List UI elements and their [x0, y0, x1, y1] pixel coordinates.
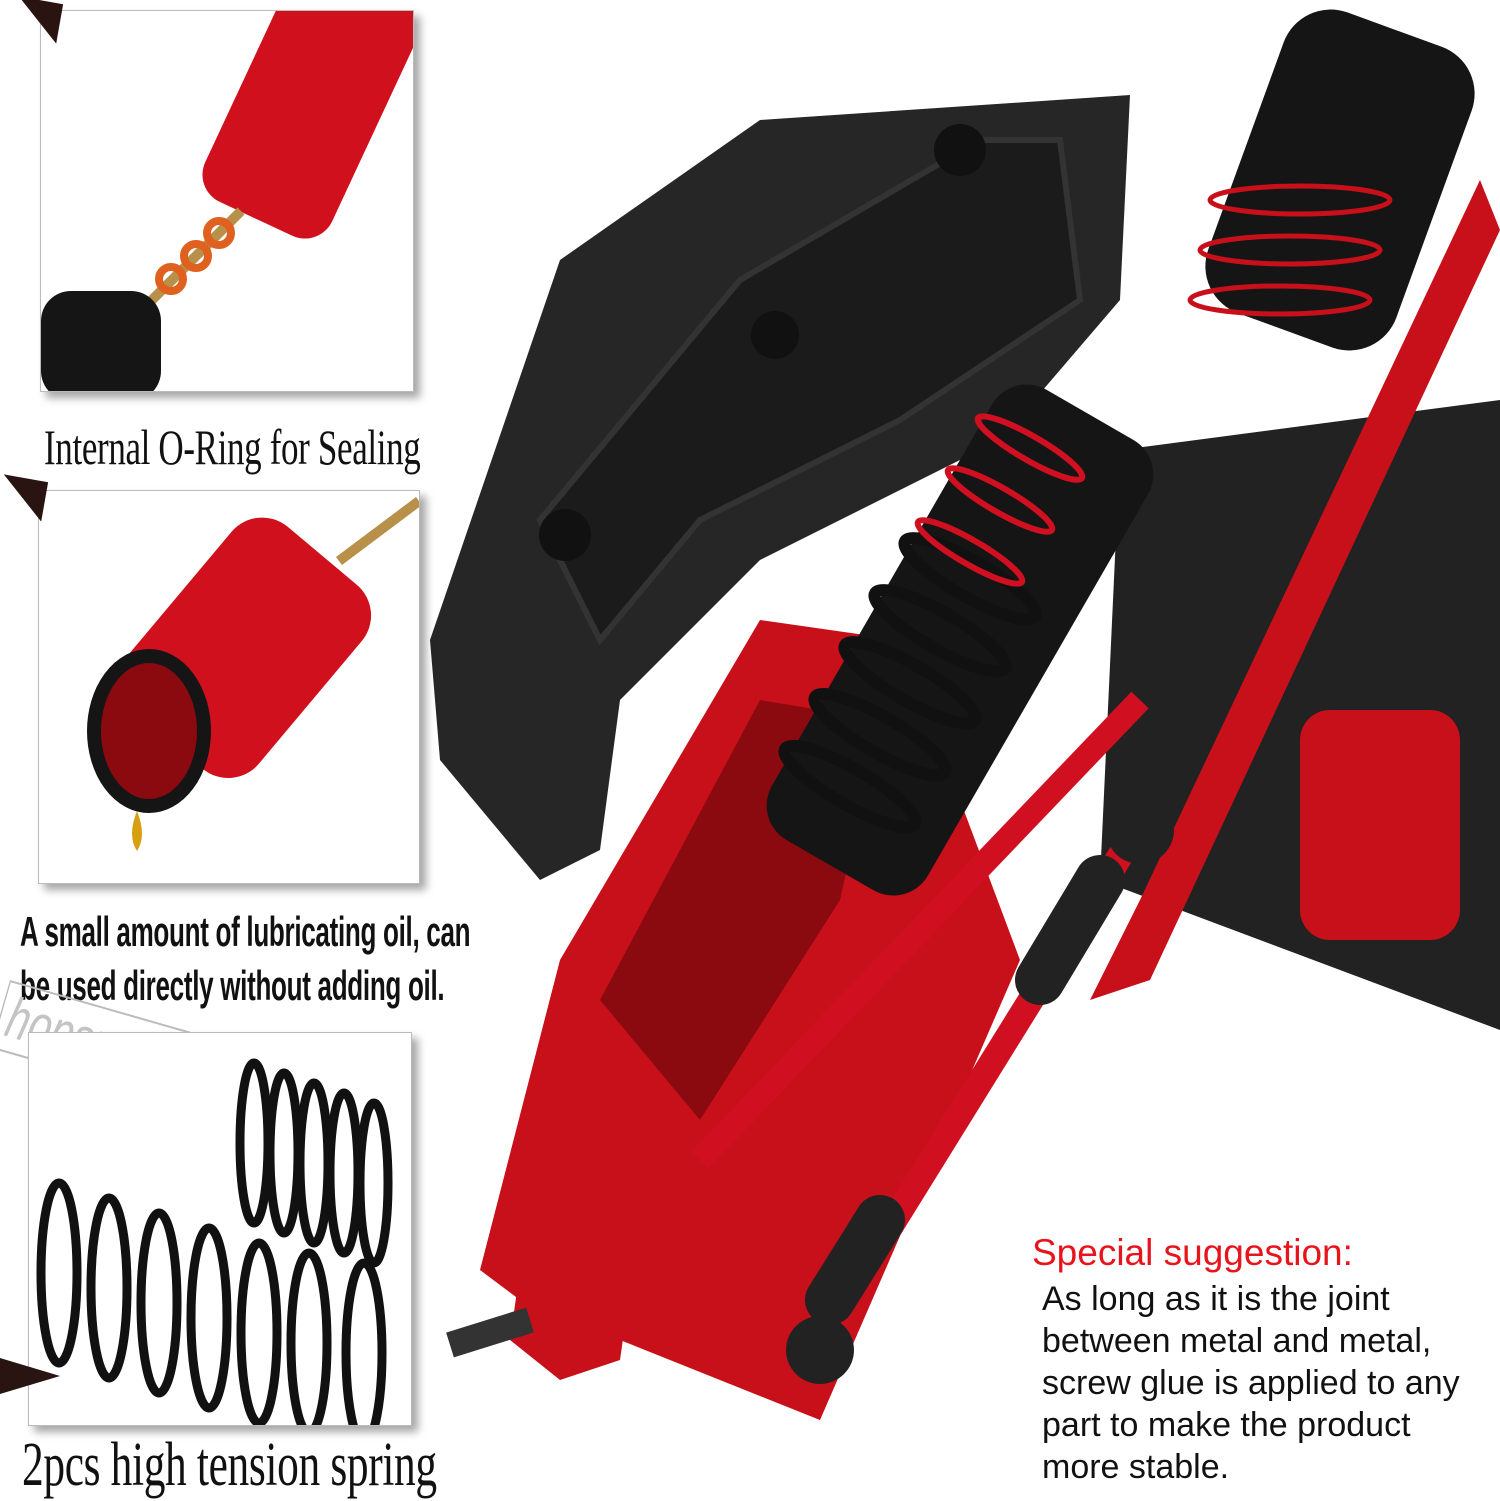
rear-shock	[1187, 9, 1475, 351]
suggestion-line: As long as it is the joint	[1042, 1280, 1390, 1318]
panel-spring	[28, 1032, 412, 1426]
front-shock	[766, 384, 1154, 896]
caption-spring: 2pcs high tension spring	[22, 1431, 437, 1499]
suggestion-line: part to make the product	[1042, 1406, 1411, 1444]
panel-oil	[38, 490, 420, 884]
suggestion-text: As long as it is the joint between metal…	[1042, 1278, 1460, 1488]
shock-body-oring-photo	[41, 11, 413, 391]
arrow-icon	[11, 0, 64, 44]
springs-photo	[36, 1058, 393, 1425]
caption-oring: Internal O-Ring for Sealing	[44, 419, 421, 475]
wheel-hex	[510, 1250, 630, 1380]
rear-hub	[1300, 710, 1460, 940]
arrow-icon	[0, 1358, 60, 1394]
turnbuckle-link	[786, 796, 1174, 1384]
caption-oil-line-2: be used directly without adding oil.	[20, 962, 445, 1009]
red-arm	[1090, 180, 1500, 1000]
suggestion-line: between metal and metal,	[1042, 1322, 1432, 1360]
arrow-icon	[0, 474, 49, 522]
shock-body-oil-photo	[87, 497, 419, 851]
special-suggestion-title: Special suggestion:	[1032, 1232, 1353, 1273]
panel-oring	[40, 10, 414, 392]
caption-oil-line-1: A small amount of lubricating oil, can	[20, 908, 471, 955]
suggestion-line: screw glue is applied to any	[1042, 1364, 1460, 1402]
suggestion-line: more stable.	[1042, 1448, 1230, 1486]
